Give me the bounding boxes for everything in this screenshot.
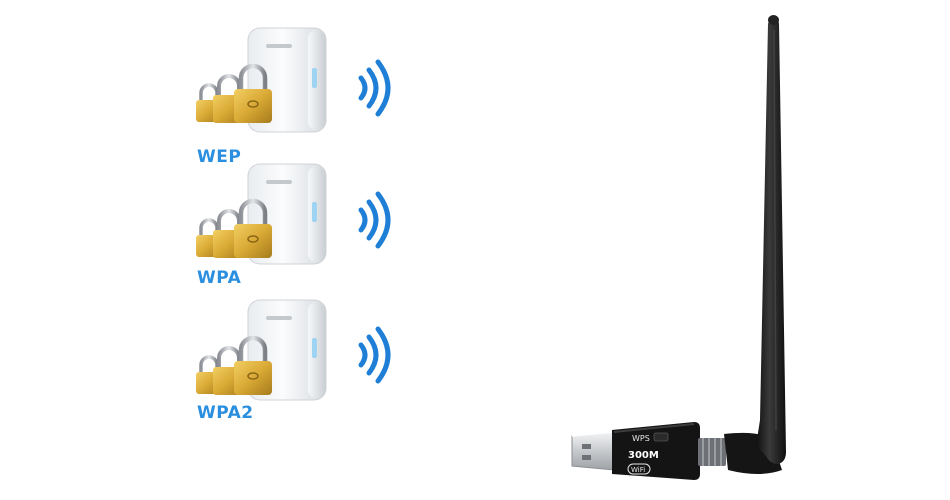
usb-adapter-icon: WPS 300M WiFi (571, 422, 782, 480)
wifi-signal-icon (358, 326, 391, 384)
padlock-icon (234, 198, 272, 258)
padlock-icon (234, 335, 272, 395)
usb-plug (571, 431, 615, 471)
padlock-icon (234, 63, 272, 123)
security-label-wpa2: WPA2 (197, 403, 254, 423)
security-label-wep: WEP (197, 147, 242, 167)
wifi-badge (627, 463, 651, 475)
security-group-wpa2 (196, 299, 391, 401)
speed-label: 300M (628, 450, 659, 461)
wifi-signal-icon (358, 59, 391, 117)
security-label-wpa: WPA (197, 268, 242, 288)
wifi-signal-icon (358, 191, 391, 249)
router-icon (247, 163, 327, 265)
security-group-wpa (196, 163, 391, 265)
wifi-badge-text: WiFi (631, 466, 645, 474)
antenna-connector (698, 438, 726, 466)
security-group-wep (196, 27, 391, 133)
antenna-icon (756, 15, 786, 464)
adapter-body: WPS 300M WiFi (612, 422, 700, 480)
wps-label: WPS (632, 434, 650, 443)
